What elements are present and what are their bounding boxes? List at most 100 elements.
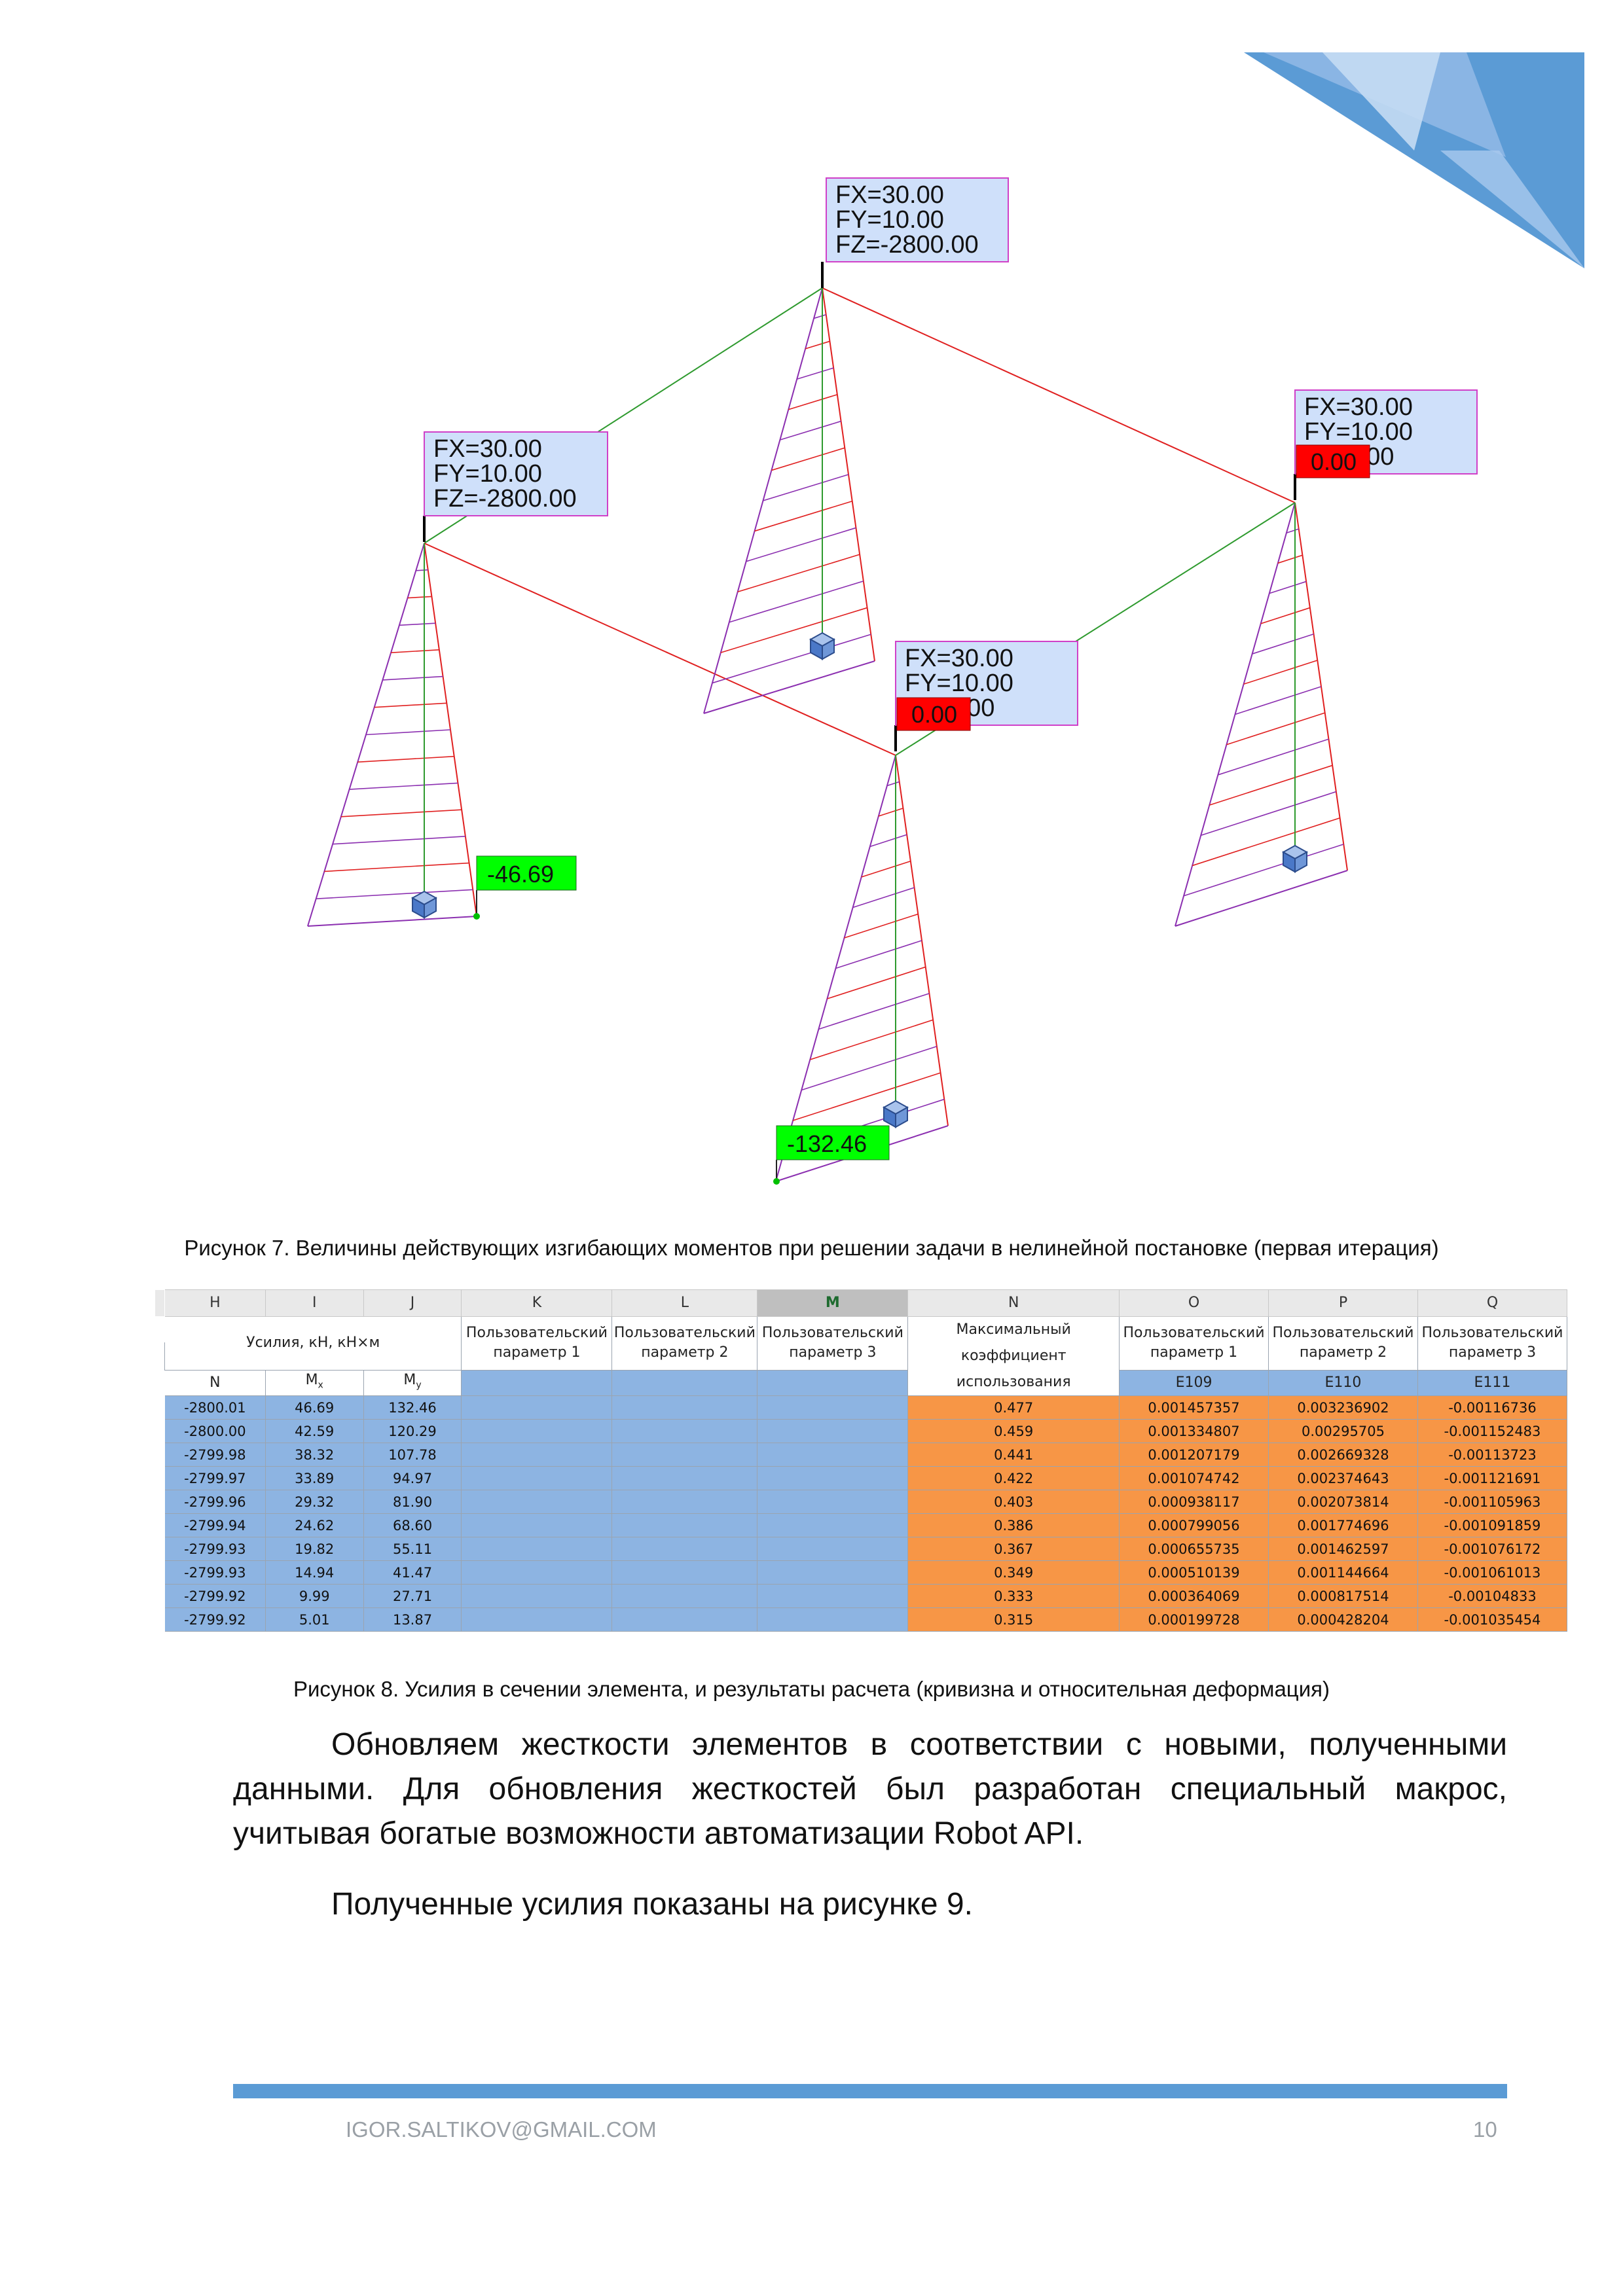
empty-cell[interactable] xyxy=(757,1584,909,1608)
table-cell[interactable]: -2799.97 xyxy=(164,1466,266,1490)
table-cell[interactable]: -2799.96 xyxy=(164,1490,266,1514)
table-cell[interactable]: 13.87 xyxy=(363,1607,462,1632)
empty-cell[interactable] xyxy=(611,1466,758,1490)
table-cell[interactable]: -2800.00 xyxy=(164,1419,266,1443)
empty-cell[interactable] xyxy=(757,1395,909,1420)
footer-email[interactable]: IGOR.SALTIKOV@GMAIL.COM xyxy=(346,2117,657,2142)
table-cell[interactable]: 0.001774696 xyxy=(1268,1513,1418,1537)
empty-cell[interactable] xyxy=(611,1395,758,1420)
table-cell[interactable]: 0.002374643 xyxy=(1268,1466,1418,1490)
empty-cell[interactable] xyxy=(757,1560,909,1585)
empty-cell[interactable] xyxy=(757,1419,909,1443)
table-cell[interactable]: 33.89 xyxy=(264,1466,364,1490)
table-cell[interactable]: 0.333 xyxy=(907,1584,1120,1608)
empty-cell[interactable] xyxy=(611,1607,758,1632)
empty-cell[interactable] xyxy=(461,1419,613,1443)
table-cell[interactable]: 0.367 xyxy=(907,1537,1120,1561)
empty-cell[interactable] xyxy=(757,1513,909,1537)
empty-cell[interactable] xyxy=(757,1490,909,1514)
table-cell[interactable]: 120.29 xyxy=(363,1419,462,1443)
user-param-1-cell[interactable] xyxy=(461,1369,613,1397)
table-cell[interactable]: 42.59 xyxy=(264,1419,364,1443)
table-cell[interactable]: 0.349 xyxy=(907,1560,1120,1585)
table-cell[interactable]: 38.32 xyxy=(264,1443,364,1467)
table-cell[interactable]: 0.459 xyxy=(907,1419,1120,1443)
empty-cell[interactable] xyxy=(757,1443,909,1467)
table-cell[interactable]: 132.46 xyxy=(363,1395,462,1420)
table-cell[interactable]: 29.32 xyxy=(264,1490,364,1514)
col-L[interactable]: L xyxy=(611,1289,758,1317)
table-cell[interactable]: -0.001105963 xyxy=(1417,1490,1567,1514)
table-cell[interactable]: 46.69 xyxy=(264,1395,364,1420)
table-cell[interactable]: -0.001152483 xyxy=(1417,1419,1567,1443)
empty-cell[interactable] xyxy=(611,1419,758,1443)
empty-cell[interactable] xyxy=(611,1560,758,1585)
col-O[interactable]: O xyxy=(1119,1289,1269,1317)
col-I[interactable]: I xyxy=(264,1289,364,1317)
table-cell[interactable]: -2800.01 xyxy=(164,1395,266,1420)
table-cell[interactable]: 94.97 xyxy=(363,1466,462,1490)
table-cell[interactable]: 0.000428204 xyxy=(1268,1607,1418,1632)
empty-cell[interactable] xyxy=(611,1537,758,1561)
empty-cell[interactable] xyxy=(461,1513,613,1537)
table-cell[interactable]: -0.00116736 xyxy=(1417,1395,1567,1420)
table-cell[interactable]: 0.403 xyxy=(907,1490,1120,1514)
table-cell[interactable]: 0.315 xyxy=(907,1607,1120,1632)
table-cell[interactable]: 107.78 xyxy=(363,1443,462,1467)
table-cell[interactable]: -0.001076172 xyxy=(1417,1537,1567,1561)
table-cell[interactable]: -2799.94 xyxy=(164,1513,266,1537)
table-cell[interactable]: -2799.92 xyxy=(164,1584,266,1608)
table-cell[interactable]: 19.82 xyxy=(264,1537,364,1561)
user-param-2-cell[interactable] xyxy=(611,1369,758,1397)
empty-cell[interactable] xyxy=(461,1443,613,1467)
col-H[interactable]: H xyxy=(164,1289,266,1317)
table-cell[interactable]: 0.001207179 xyxy=(1119,1443,1269,1467)
col-P[interactable]: P xyxy=(1268,1289,1418,1317)
empty-cell[interactable] xyxy=(757,1537,909,1561)
table-cell[interactable]: 55.11 xyxy=(363,1537,462,1561)
table-cell[interactable]: 0.001334807 xyxy=(1119,1419,1269,1443)
table-cell[interactable]: -0.001121691 xyxy=(1417,1466,1567,1490)
table-cell[interactable]: 0.001457357 xyxy=(1119,1395,1269,1420)
table-cell[interactable]: 41.47 xyxy=(363,1560,462,1585)
table-cell[interactable]: 14.94 xyxy=(264,1560,364,1585)
empty-cell[interactable] xyxy=(461,1537,613,1561)
table-cell[interactable]: 0.441 xyxy=(907,1443,1120,1467)
col-N[interactable]: N xyxy=(907,1289,1120,1317)
table-cell[interactable]: 0.422 xyxy=(907,1466,1120,1490)
col-J[interactable]: J xyxy=(363,1289,462,1317)
table-cell[interactable]: 0.000799056 xyxy=(1119,1513,1269,1537)
table-cell[interactable]: 5.01 xyxy=(264,1607,364,1632)
table-cell[interactable]: -2799.93 xyxy=(164,1537,266,1561)
table-cell[interactable]: 0.386 xyxy=(907,1513,1120,1537)
table-cell[interactable]: -2799.92 xyxy=(164,1607,266,1632)
table-cell[interactable]: 0.001462597 xyxy=(1268,1537,1418,1561)
table-cell[interactable]: 0.001144664 xyxy=(1268,1560,1418,1585)
table-cell[interactable]: 0.477 xyxy=(907,1395,1120,1420)
table-cell[interactable]: -0.001091859 xyxy=(1417,1513,1567,1537)
table-cell[interactable]: 0.002669328 xyxy=(1268,1443,1418,1467)
table-cell[interactable]: 0.000655735 xyxy=(1119,1537,1269,1561)
empty-cell[interactable] xyxy=(611,1513,758,1537)
table-cell[interactable]: 0.000938117 xyxy=(1119,1490,1269,1514)
table-cell[interactable]: -0.00104833 xyxy=(1417,1584,1567,1608)
table-cell[interactable]: 68.60 xyxy=(363,1513,462,1537)
table-cell[interactable]: 9.99 xyxy=(264,1584,364,1608)
table-cell[interactable]: 0.000199728 xyxy=(1119,1607,1269,1632)
table-cell[interactable]: 0.002073814 xyxy=(1268,1490,1418,1514)
table-cell[interactable]: 81.90 xyxy=(363,1490,462,1514)
empty-cell[interactable] xyxy=(611,1584,758,1608)
table-cell[interactable]: 0.000364069 xyxy=(1119,1584,1269,1608)
user-param-3-cell[interactable] xyxy=(757,1369,909,1397)
table-cell[interactable]: -0.001035454 xyxy=(1417,1607,1567,1632)
col-Q[interactable]: Q xyxy=(1417,1289,1567,1317)
empty-cell[interactable] xyxy=(757,1466,909,1490)
table-cell[interactable]: 0.003236902 xyxy=(1268,1395,1418,1420)
table-cell[interactable]: -0.001061013 xyxy=(1417,1560,1567,1585)
empty-cell[interactable] xyxy=(611,1443,758,1467)
empty-cell[interactable] xyxy=(461,1560,613,1585)
table-cell[interactable]: 0.001074742 xyxy=(1119,1466,1269,1490)
empty-cell[interactable] xyxy=(757,1607,909,1632)
col-K[interactable]: K xyxy=(461,1289,613,1317)
table-cell[interactable]: 0.00295705 xyxy=(1268,1419,1418,1443)
